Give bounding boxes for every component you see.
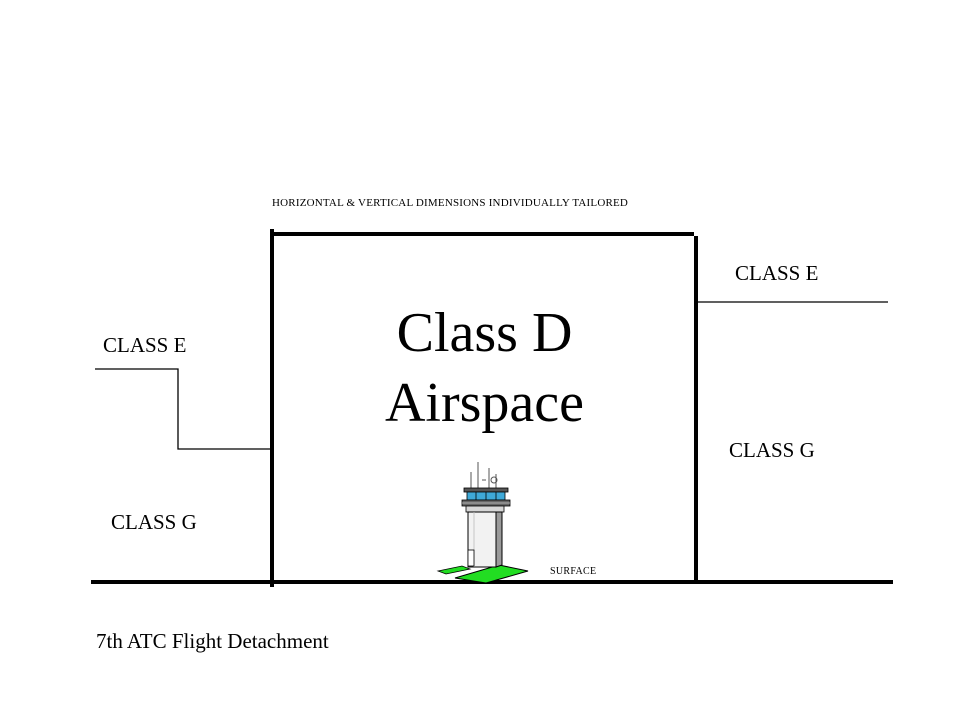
diagram-title-line2: Airspace	[384, 372, 584, 434]
left-class-e-boundary	[95, 368, 272, 450]
footer-credit: 7th ATC Flight Detachment	[96, 629, 329, 653]
right-class-g-label: CLASS G	[729, 438, 815, 462]
diagram-title: Class D Airspace	[272, 298, 697, 438]
surface-label: SURFACE	[550, 566, 597, 577]
diagram-title-line1: Class D	[396, 302, 573, 364]
right-class-e-label: CLASS E	[735, 261, 819, 285]
control-tower-icon	[436, 462, 529, 584]
left-class-e-label: CLASS E	[103, 333, 187, 357]
dimensions-note: HORIZONTAL & VERTICAL DIMENSIONS INDIVID…	[272, 197, 629, 209]
left-class-g-label: CLASS G	[111, 510, 197, 534]
